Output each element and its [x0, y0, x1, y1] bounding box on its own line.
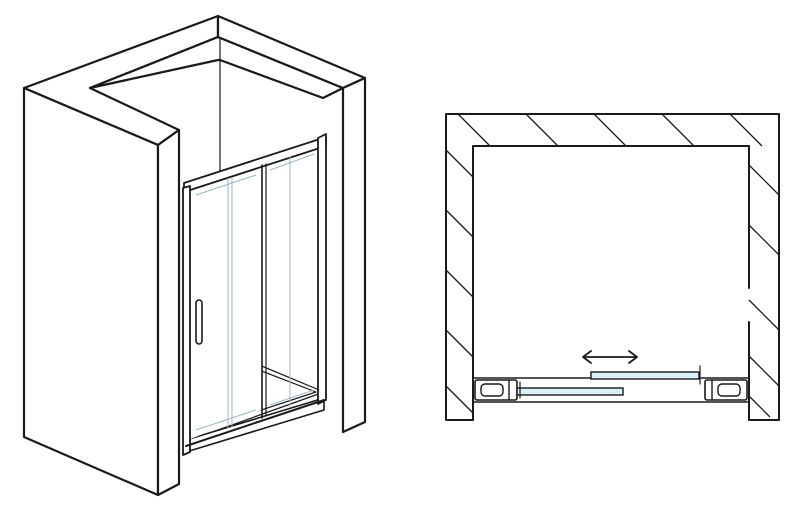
sliding-door: [182, 133, 327, 456]
left-wall-block: [22, 14, 220, 497]
plan-sliding-panel: [590, 371, 700, 380]
plan-door: [472, 365, 750, 403]
left-wall-profile: [474, 379, 518, 401]
plan-walls: [445, 113, 780, 421]
door-handle: [195, 299, 203, 345]
right-wall-profile: [704, 379, 748, 401]
right-wall-block: [216, 14, 367, 434]
plan-fixed-panel: [516, 387, 624, 396]
double-arrow-icon: [582, 350, 638, 364]
fixed-glass-panel: [188, 165, 262, 440]
